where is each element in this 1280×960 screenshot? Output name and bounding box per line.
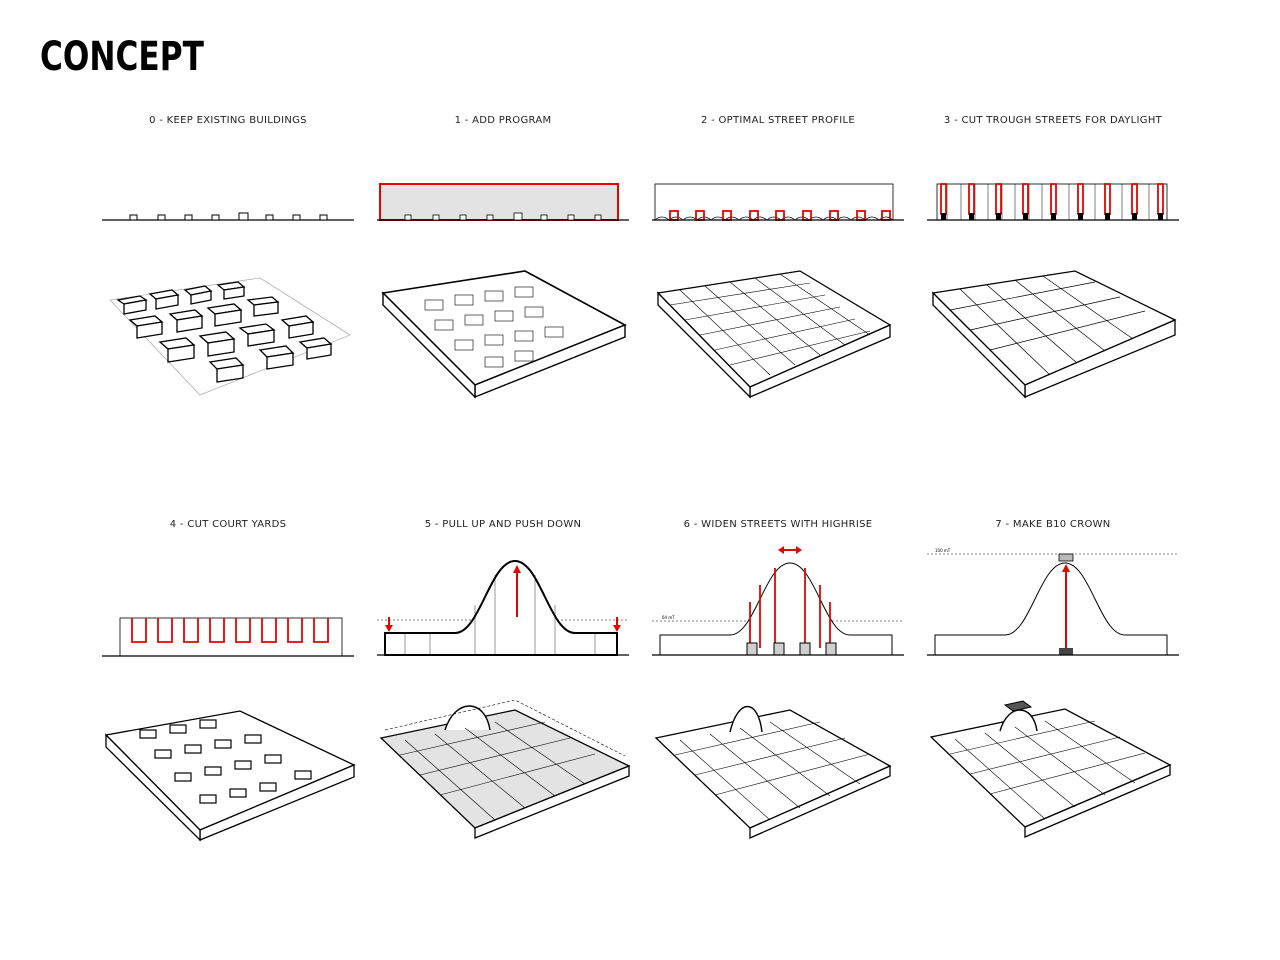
step-5-label: 5 - PULL UP AND PUSH DOWN: [424, 519, 582, 530]
step-4-label: 4 - CUT COURT YARDS: [169, 519, 287, 530]
axo-step-0: [109, 277, 351, 396]
axo-step-4: [104, 710, 356, 842]
section-step-5: [377, 559, 629, 656]
axo-step-2: [656, 270, 892, 399]
axo-step-5: [379, 700, 631, 839]
section-step-4: [102, 617, 354, 657]
section-step-0: [102, 212, 354, 221]
axo-step-7: [929, 700, 1172, 838]
section-step-6: 64 mT: [652, 546, 904, 656]
step-6-label: 6 - WIDEN STREETS WITH HIGHRISE: [683, 519, 873, 530]
axo-step-3: [931, 270, 1177, 399]
step-0-label: 0 - KEEP EXISTING BUILDINGS: [149, 115, 307, 126]
step-2-label: 2 - OPTIMAL STREET PROFILE: [700, 115, 856, 126]
page-title: CONCEPT: [40, 34, 204, 80]
section-step-3: [927, 183, 1179, 221]
section-step-2: [652, 183, 904, 221]
height-annotation-64m: 64 mT: [662, 615, 675, 620]
axo-step-1: [381, 270, 627, 399]
height-annotation-100m: 100 mT: [935, 548, 951, 553]
section-step-7: 100 mT: [927, 548, 1179, 656]
axo-step-6: [654, 705, 892, 839]
step-3-label: 3 - CUT TROUGH STREETS FOR DAYLIGHT: [943, 115, 1163, 126]
step-1-label: 1 - ADD PROGRAM: [454, 115, 552, 126]
step-7-label: 7 - MAKE B10 CROWN: [995, 519, 1111, 530]
section-step-1: [377, 183, 629, 221]
